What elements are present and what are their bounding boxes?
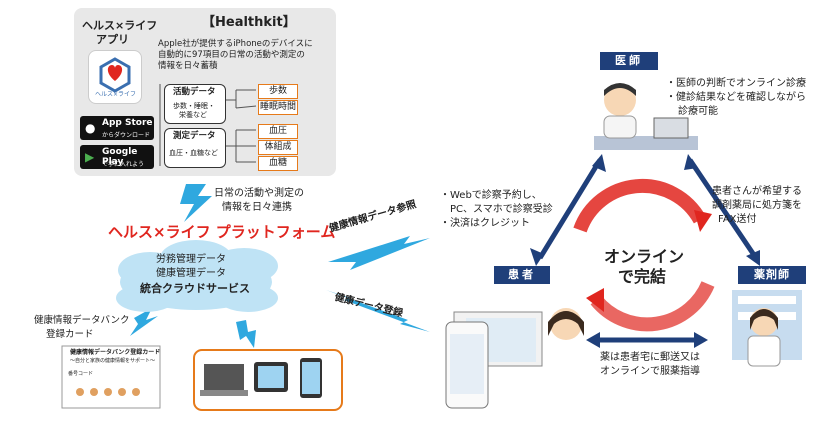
doctor-role-label: 医師: [600, 52, 658, 70]
play-icon: ▶: [85, 150, 95, 164]
arrow-heads: [530, 154, 760, 348]
healthkit-desc-3: 情報を日々蓄積: [158, 61, 218, 71]
body-composition-box: 体組成: [258, 140, 298, 155]
blood-sugar-box: 血糖: [258, 156, 298, 171]
doctor-text-3: 診療可能: [678, 106, 718, 117]
app-store-label: App Store: [102, 118, 153, 128]
cloud-text-3: 統合クラウドサービス: [140, 282, 250, 295]
pharmacist-role-label: 薬剤師: [738, 266, 806, 284]
online-text-2: で完結: [618, 267, 667, 286]
pharm-text-3: FAX送付: [718, 214, 757, 225]
circular-arrows: [573, 178, 715, 332]
delivery-text-2: オンラインで服薬指導: [600, 366, 700, 377]
card-title: 健康情報データバンク登録カード: [70, 349, 161, 356]
lightning-icon-card: [130, 308, 158, 336]
heart-icon: [99, 57, 131, 93]
lightning-icons: [130, 184, 430, 348]
pharm-text-1: 患者さんが希望する: [712, 186, 802, 197]
activity-sub2: 栄養など: [179, 111, 207, 119]
daily-sync-text-2: 情報を日々連携: [222, 202, 292, 213]
activity-title: 活動データ: [173, 87, 216, 97]
app-store-sub: からダウンロード: [102, 132, 151, 139]
apple-icon: ●: [85, 121, 96, 135]
data-bank-label-2: 登録カード: [46, 329, 94, 340]
measure-data-box: 測定データ 血圧・血糖など: [164, 128, 226, 168]
steps-box: 歩数: [258, 84, 298, 99]
lightning-icon-ref: [328, 236, 430, 270]
measure-title: 測定データ: [173, 131, 216, 141]
app-icon[interactable]: ヘルス×ライフ: [88, 50, 142, 104]
patient-illustration: [445, 308, 584, 409]
healthkit-title: 【Healthkit】: [202, 15, 296, 30]
triangle-arrows: [537, 158, 759, 343]
card-sub: 〜自分と家族の健康情報をサポート〜: [70, 358, 156, 364]
lightning-icon-devices: [236, 320, 256, 348]
lightning-icon-sync: [180, 184, 212, 222]
data-bank-label-1: 健康情報データバンク: [34, 315, 130, 326]
online-text-1: オンライン: [604, 247, 685, 266]
doctor-text-1: ・医師の判断でオンライン診療: [666, 78, 806, 89]
patient-web-text-2: PC、スマホで診察受診: [450, 204, 553, 215]
activity-sub1: 歩数・睡眠・: [173, 102, 215, 110]
blood-pressure-box: 血圧: [258, 124, 298, 139]
app-icon-caption: ヘルス×ライフ: [95, 91, 137, 98]
google-play-label: Google Play: [102, 147, 138, 167]
platform-title: ヘルス×ライフ プラットフォーム: [108, 223, 336, 241]
card-number: 番号コード: [68, 371, 94, 377]
patient-role-label: 患者: [494, 266, 550, 284]
cloud-text-2: 健康管理データ: [156, 268, 226, 279]
app-name-line1: ヘルス×ライフ: [82, 19, 158, 32]
healthkit-desc-2: 自動的に97項目の日常の活動や測定の: [158, 50, 305, 60]
measure-sub: 血圧・血糖など: [169, 149, 218, 157]
pharm-text-2: 調剤薬局に処方箋を: [712, 200, 802, 211]
app-name-line2: アプリ: [96, 33, 129, 46]
delivery-text-1: 薬は患者宅に郵送又は: [600, 352, 700, 363]
lightning-icon-reg: [326, 290, 430, 332]
doctor-text-2: ・健診結果などを確認しながら: [666, 92, 806, 103]
sleep-box: 睡眠時間: [258, 100, 298, 115]
patient-web-text-3: ・決済はクレジット: [440, 218, 530, 229]
healthkit-desc-1: Apple社が提供するiPhoneのデバイスに: [158, 39, 313, 49]
cloud-shape: [116, 240, 278, 312]
daily-sync-text-1: 日常の活動や測定の: [214, 188, 304, 199]
patient-web-text-1: ・Webで診察予約し、: [440, 190, 542, 201]
app-store-button[interactable]: ● App Store からダウンロード: [80, 116, 154, 140]
doctor-illustration: [594, 83, 698, 150]
devices-box: [193, 349, 343, 411]
activity-data-box: 活動データ 歩数・睡眠・ 栄養など: [164, 84, 226, 124]
cloud-text-1: 労務管理データ: [156, 254, 226, 265]
google-play-button[interactable]: ▶ Google Play で手に入れよう: [80, 145, 154, 169]
pharmacist-illustration: [732, 290, 802, 367]
healthkit-connectors: [159, 84, 257, 166]
data-bank-card: [61, 345, 161, 409]
google-play-sub: で手に入れよう: [102, 161, 145, 168]
